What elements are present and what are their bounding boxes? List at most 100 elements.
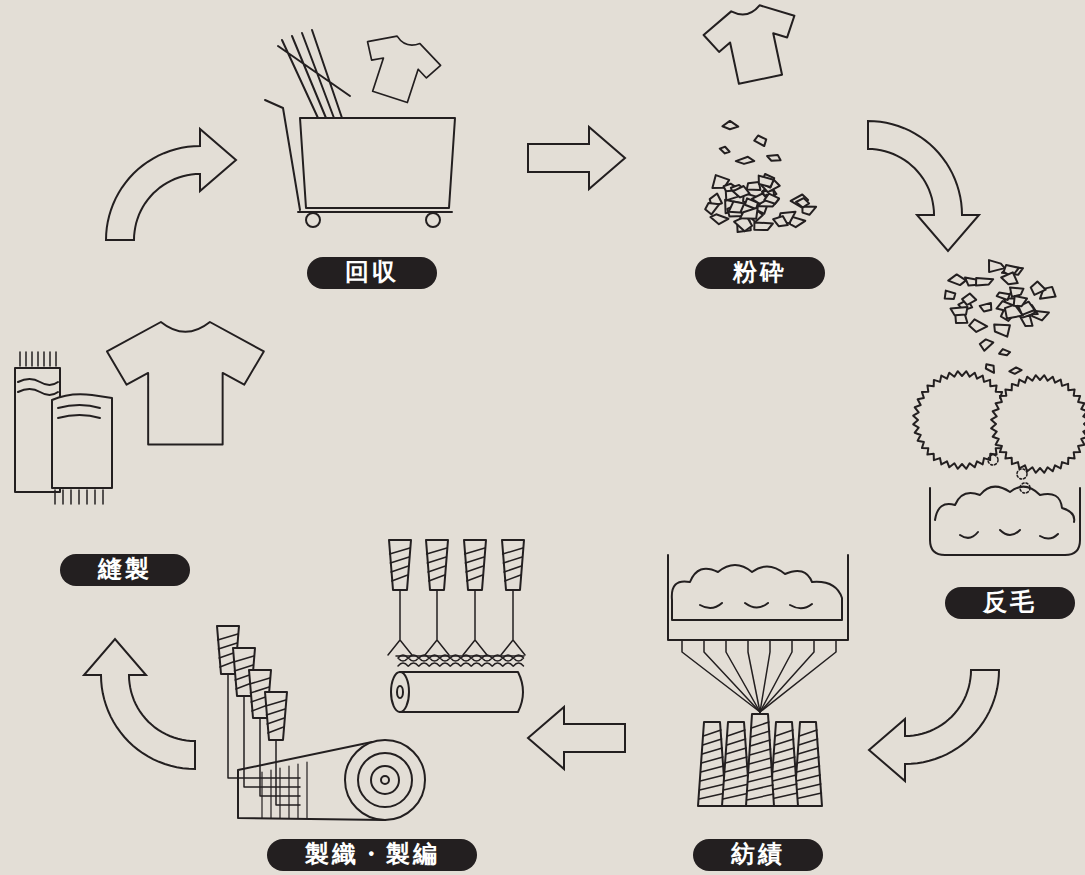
fringe bbox=[54, 490, 56, 504]
stage-name: 回収 bbox=[345, 257, 399, 287]
scarf bbox=[15, 368, 112, 492]
weft bbox=[288, 766, 289, 818]
shirt-outline bbox=[700, 0, 806, 89]
thread bbox=[501, 590, 525, 655]
fragment bbox=[1021, 315, 1033, 326]
fragment bbox=[791, 195, 809, 208]
spool bbox=[794, 722, 822, 806]
stage-label: 紡績 bbox=[693, 839, 823, 871]
spool bbox=[389, 540, 411, 590]
thread bbox=[704, 640, 760, 712]
stage-name: 紡績 bbox=[731, 839, 785, 869]
shirt-outline bbox=[353, 28, 445, 109]
thread bbox=[463, 590, 487, 655]
fragment bbox=[945, 291, 956, 299]
shirt bbox=[107, 322, 264, 445]
fragment bbox=[976, 278, 993, 286]
fringe bbox=[43, 352, 45, 366]
fragment bbox=[764, 194, 779, 204]
stage-name: 製織・製編 bbox=[305, 839, 440, 869]
spool bbox=[426, 540, 448, 590]
carding-roller bbox=[991, 375, 1085, 473]
fringe bbox=[94, 490, 96, 504]
fringe bbox=[25, 352, 27, 366]
fragment bbox=[729, 201, 745, 212]
fragment bbox=[710, 214, 728, 224]
knit-bar bbox=[396, 655, 524, 657]
fragment bbox=[802, 207, 816, 215]
thread bbox=[682, 640, 760, 712]
fringe bbox=[49, 352, 51, 366]
fragment bbox=[754, 136, 766, 147]
fragment bbox=[986, 364, 994, 373]
fragment bbox=[980, 339, 994, 350]
thread bbox=[388, 590, 412, 655]
brush bbox=[278, 30, 350, 118]
fragment bbox=[1031, 282, 1046, 295]
fragment bbox=[796, 198, 809, 207]
stage-label: 粉砕 bbox=[695, 257, 825, 289]
fragment bbox=[948, 274, 966, 285]
spool bbox=[698, 722, 726, 806]
fragment bbox=[736, 157, 755, 164]
fringe bbox=[86, 490, 88, 504]
block-arrow bbox=[528, 127, 625, 189]
fragment bbox=[962, 294, 976, 306]
stage-name: 粉砕 bbox=[733, 257, 787, 287]
thread bbox=[425, 590, 449, 655]
thread bbox=[726, 640, 760, 712]
stage-label: 製織・製編 bbox=[267, 839, 477, 871]
block-arrow bbox=[869, 670, 999, 781]
thread bbox=[760, 640, 792, 712]
fringe bbox=[55, 352, 57, 366]
stage-label: 縫製 bbox=[60, 554, 190, 586]
fringe bbox=[62, 490, 64, 504]
fragment bbox=[997, 293, 1010, 301]
spool bbox=[770, 722, 798, 806]
block-arrow bbox=[528, 707, 625, 769]
stage-name: 縫製 bbox=[98, 554, 152, 584]
fragment bbox=[722, 121, 738, 129]
shirt-outline bbox=[107, 322, 264, 445]
fragment bbox=[999, 349, 1010, 355]
container bbox=[930, 487, 1080, 555]
stage-label: 反毛 bbox=[945, 587, 1075, 619]
fringe bbox=[102, 490, 104, 504]
weft bbox=[297, 764, 298, 818]
fragment bbox=[1014, 296, 1027, 306]
stage-label: 回収 bbox=[307, 257, 437, 289]
fragment bbox=[989, 260, 1005, 272]
fragment bbox=[754, 222, 773, 230]
stage-name: 反毛 bbox=[983, 587, 1037, 617]
weft bbox=[306, 762, 307, 818]
block-arrow bbox=[106, 129, 236, 240]
thread bbox=[748, 640, 760, 712]
spool bbox=[746, 714, 774, 806]
spool bbox=[502, 540, 524, 590]
fragment bbox=[969, 319, 987, 332]
spool bbox=[265, 692, 287, 740]
fragment bbox=[1009, 367, 1021, 373]
spool bbox=[722, 722, 750, 806]
fringe bbox=[37, 352, 39, 366]
fragment bbox=[720, 147, 730, 154]
fiber-dot bbox=[1020, 483, 1030, 493]
weft bbox=[279, 768, 280, 818]
shirt bbox=[700, 0, 806, 89]
thread bbox=[760, 640, 836, 712]
fragment bbox=[759, 176, 774, 187]
fragment bbox=[733, 186, 750, 197]
fringe bbox=[70, 490, 72, 504]
hopper bbox=[668, 555, 848, 640]
fragment bbox=[705, 203, 719, 214]
fragment bbox=[773, 216, 788, 226]
shirt bbox=[353, 28, 445, 109]
block-arrow bbox=[84, 639, 195, 769]
weft bbox=[261, 772, 262, 818]
fragment bbox=[767, 155, 781, 161]
spool bbox=[464, 540, 486, 590]
knit-roll bbox=[391, 672, 523, 712]
fragment bbox=[994, 325, 1010, 337]
fringe bbox=[31, 352, 33, 366]
